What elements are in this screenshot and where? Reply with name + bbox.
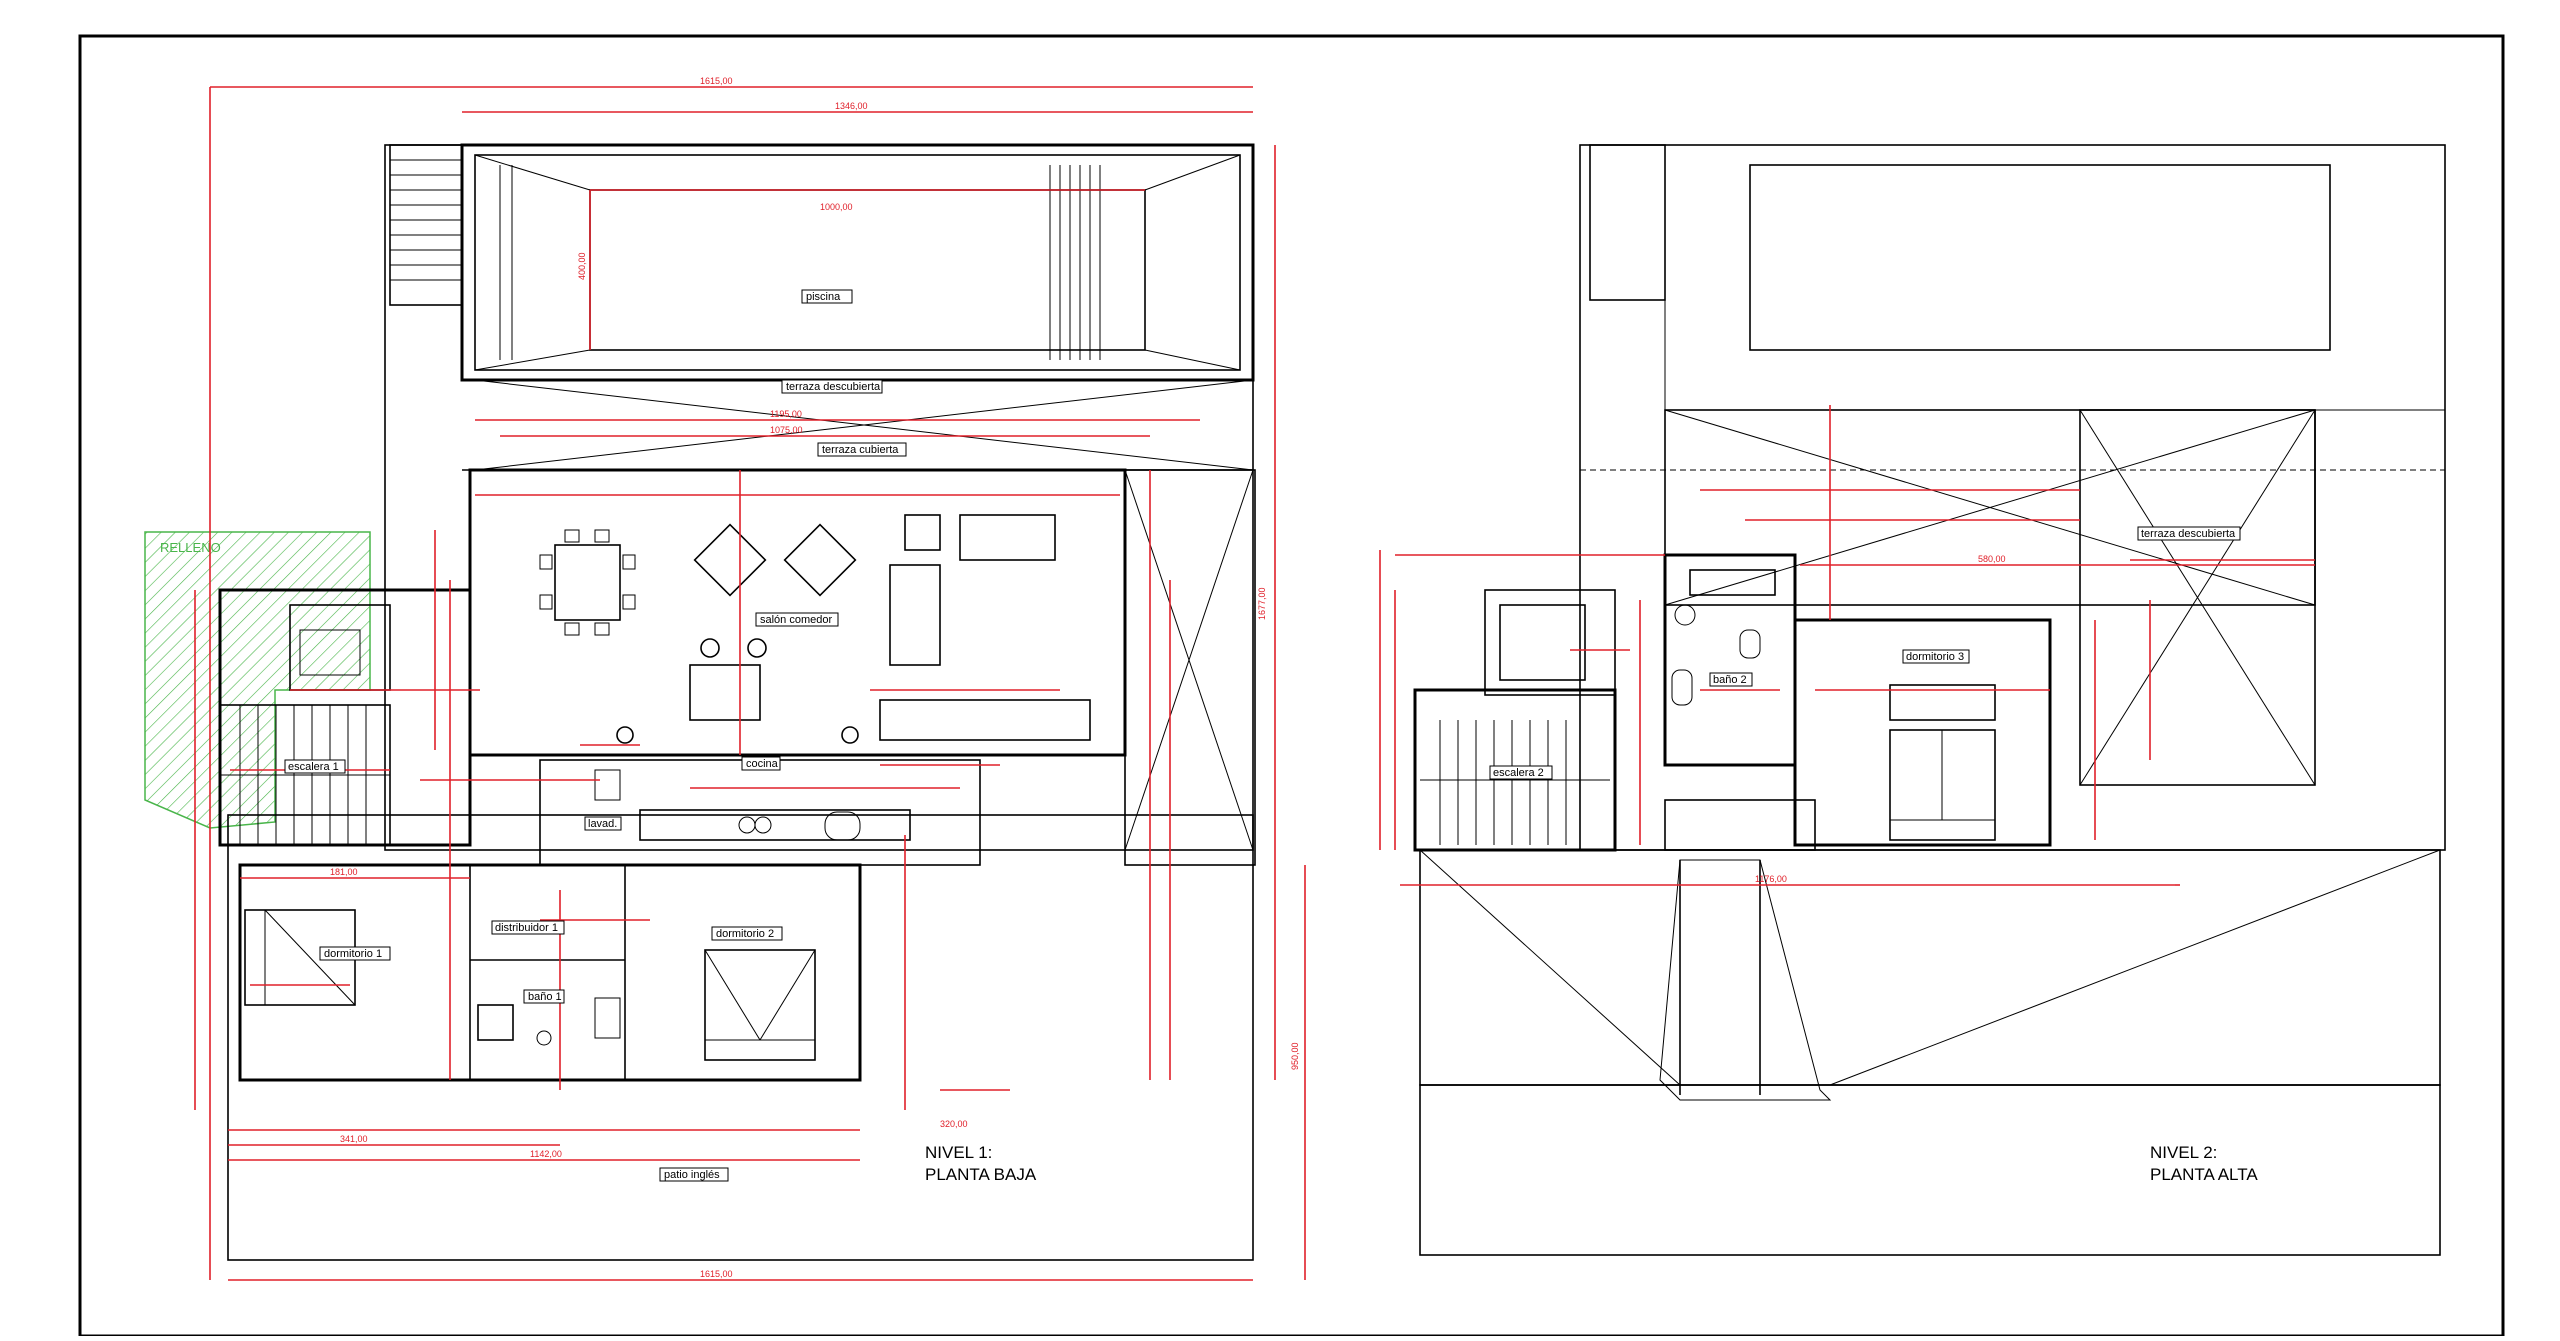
level2-dimension-lines — [1379, 405, 2315, 886]
level-1-title-line1: NIVEL 1: — [925, 1143, 992, 1162]
level-1-plan: RELLENO — [144, 76, 1306, 1281]
level1-outer-boundary — [384, 144, 1254, 851]
level-2-title-line1: NIVEL 2: — [2150, 1143, 2217, 1162]
room-bano-1: baño 1 — [528, 991, 562, 1003]
level2-patio-ingles — [1419, 1084, 2441, 1256]
svg-text:1000,00: 1000,00 — [820, 202, 853, 212]
relleno-label: RELLENO — [160, 540, 221, 555]
level2-pool-outline — [1749, 164, 2331, 351]
exterior-stairs — [389, 144, 463, 306]
relleno-hatch — [144, 531, 371, 829]
exterior-stair-treads — [390, 159, 462, 281]
room-lavadero: lavad. — [588, 818, 617, 830]
svg-text:1346,00: 1346,00 — [835, 101, 868, 111]
pool — [589, 189, 1146, 351]
bed-dormitorio-2 — [704, 949, 816, 1061]
patio-ingles-boundary — [227, 814, 1254, 1261]
svg-text:1075,00: 1075,00 — [770, 425, 803, 435]
level-2-plan: 1176,00 580,00 terraza descubierta dormi… — [1379, 144, 2446, 1256]
bedrooms-block — [238, 863, 862, 1082]
room-cocina: cocina — [746, 758, 779, 770]
pool-steps — [499, 165, 1101, 360]
room-terraza-descubierta-2: terraza descubierta — [2141, 528, 2236, 540]
svg-text:580,00: 580,00 — [1978, 554, 2006, 564]
sofa — [889, 564, 941, 666]
room-terraza-descubierta: terraza descubierta — [786, 381, 881, 393]
svg-text:1195,00: 1195,00 — [770, 409, 802, 419]
room-patio-ingles: patio inglés — [664, 1169, 720, 1181]
room-salon-comedor: salón comedor — [760, 614, 832, 626]
svg-text:341,00: 341,00 — [340, 1134, 368, 1144]
svg-text:1176,00: 1176,00 — [1755, 874, 1787, 884]
room-distribuidor-1: distribuidor 1 — [495, 922, 558, 934]
svg-text:181,00: 181,00 — [330, 867, 358, 877]
svg-text:1677,00: 1677,00 — [1257, 587, 1267, 620]
level-2-title-line2: PLANTA ALTA — [2150, 1165, 2258, 1184]
sheet-frame — [78, 34, 2505, 1338]
room-bano-2: baño 2 — [1713, 674, 1747, 686]
room-dormitorio-1: dormitorio 1 — [324, 948, 382, 960]
level2-dimension-labels: 1176,00 580,00 — [1755, 554, 2006, 884]
escalera-2-treads — [1420, 720, 1610, 845]
svg-text:950,00: 950,00 — [1290, 1042, 1300, 1070]
room-dormitorio-3: dormitorio 3 — [1906, 651, 1964, 663]
room-dormitorio-2: dormitorio 2 — [716, 928, 774, 940]
level1-dimension-labels: 1615,00 1346,00 1615,00 1142,00 1677,00 … — [330, 76, 1300, 1279]
level1-dimension-lines — [194, 86, 1306, 1281]
svg-text:1615,00: 1615,00 — [700, 76, 733, 86]
level-1-title-line2: PLANTA BAJA — [925, 1165, 1037, 1184]
dining-table — [554, 544, 621, 621]
room-escalera-1: escalera 1 — [288, 761, 339, 773]
svg-text:1142,00: 1142,00 — [530, 1149, 562, 1159]
room-terraza-cubierta: terraza cubierta — [822, 444, 899, 456]
svg-text:1615,00: 1615,00 — [700, 1269, 733, 1279]
dormitorio-3 — [1793, 618, 2052, 847]
escalera-1-treads — [220, 705, 390, 845]
svg-text:320,00: 320,00 — [940, 1119, 968, 1129]
room-piscina: piscina — [806, 291, 841, 303]
room-escalera-2: escalera 2 — [1493, 767, 1544, 779]
svg-text:400,00: 400,00 — [577, 252, 587, 280]
